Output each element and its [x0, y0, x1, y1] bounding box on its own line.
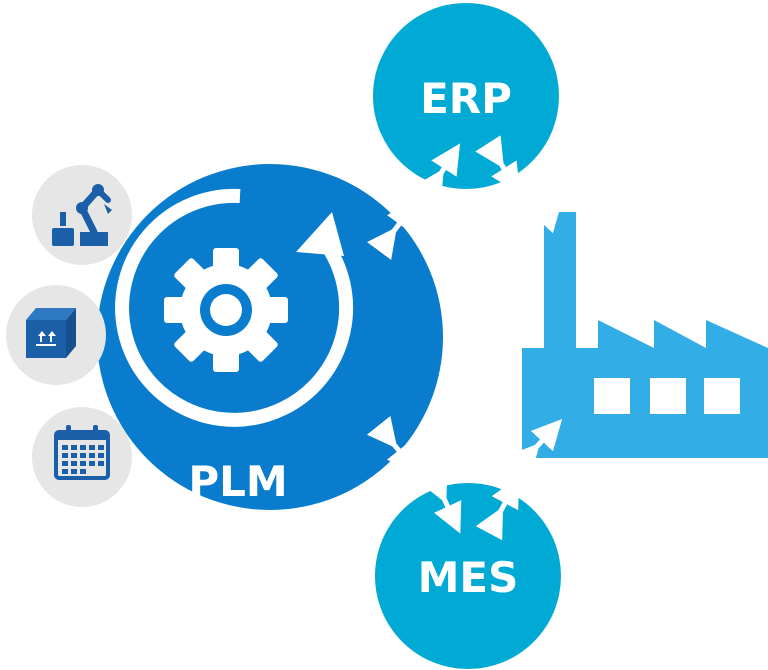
robot-arm-badge — [32, 165, 132, 265]
mes-to-factory-arrow — [475, 476, 520, 541]
mes-node: MES — [375, 483, 561, 669]
calendar-icon — [54, 425, 110, 480]
mes-label: MES — [418, 553, 519, 602]
plm-label: PLM — [188, 457, 287, 506]
mes-to-plm-arrow — [420, 470, 462, 534]
factory-icon — [522, 212, 768, 458]
factory-to-erp-arrow — [508, 200, 563, 258]
cycle-arrow-icon — [115, 188, 354, 427]
factory-to-mes-arrow — [508, 418, 563, 476]
erp-node: ERP — [373, 3, 559, 189]
erp-label: ERP — [420, 74, 512, 123]
plm-to-mes-arrow — [366, 415, 418, 474]
package-box-icon — [26, 308, 76, 358]
robot-arm-icon — [52, 184, 112, 246]
calendar-badge — [32, 407, 132, 507]
erp-to-plm-arrow — [415, 143, 461, 202]
plm-node: PLM — [97, 164, 443, 510]
plm-to-erp-arrow — [367, 199, 417, 260]
package-badge — [6, 285, 106, 385]
erp-to-factory-arrow — [475, 135, 521, 194]
gear-icon — [164, 248, 288, 372]
